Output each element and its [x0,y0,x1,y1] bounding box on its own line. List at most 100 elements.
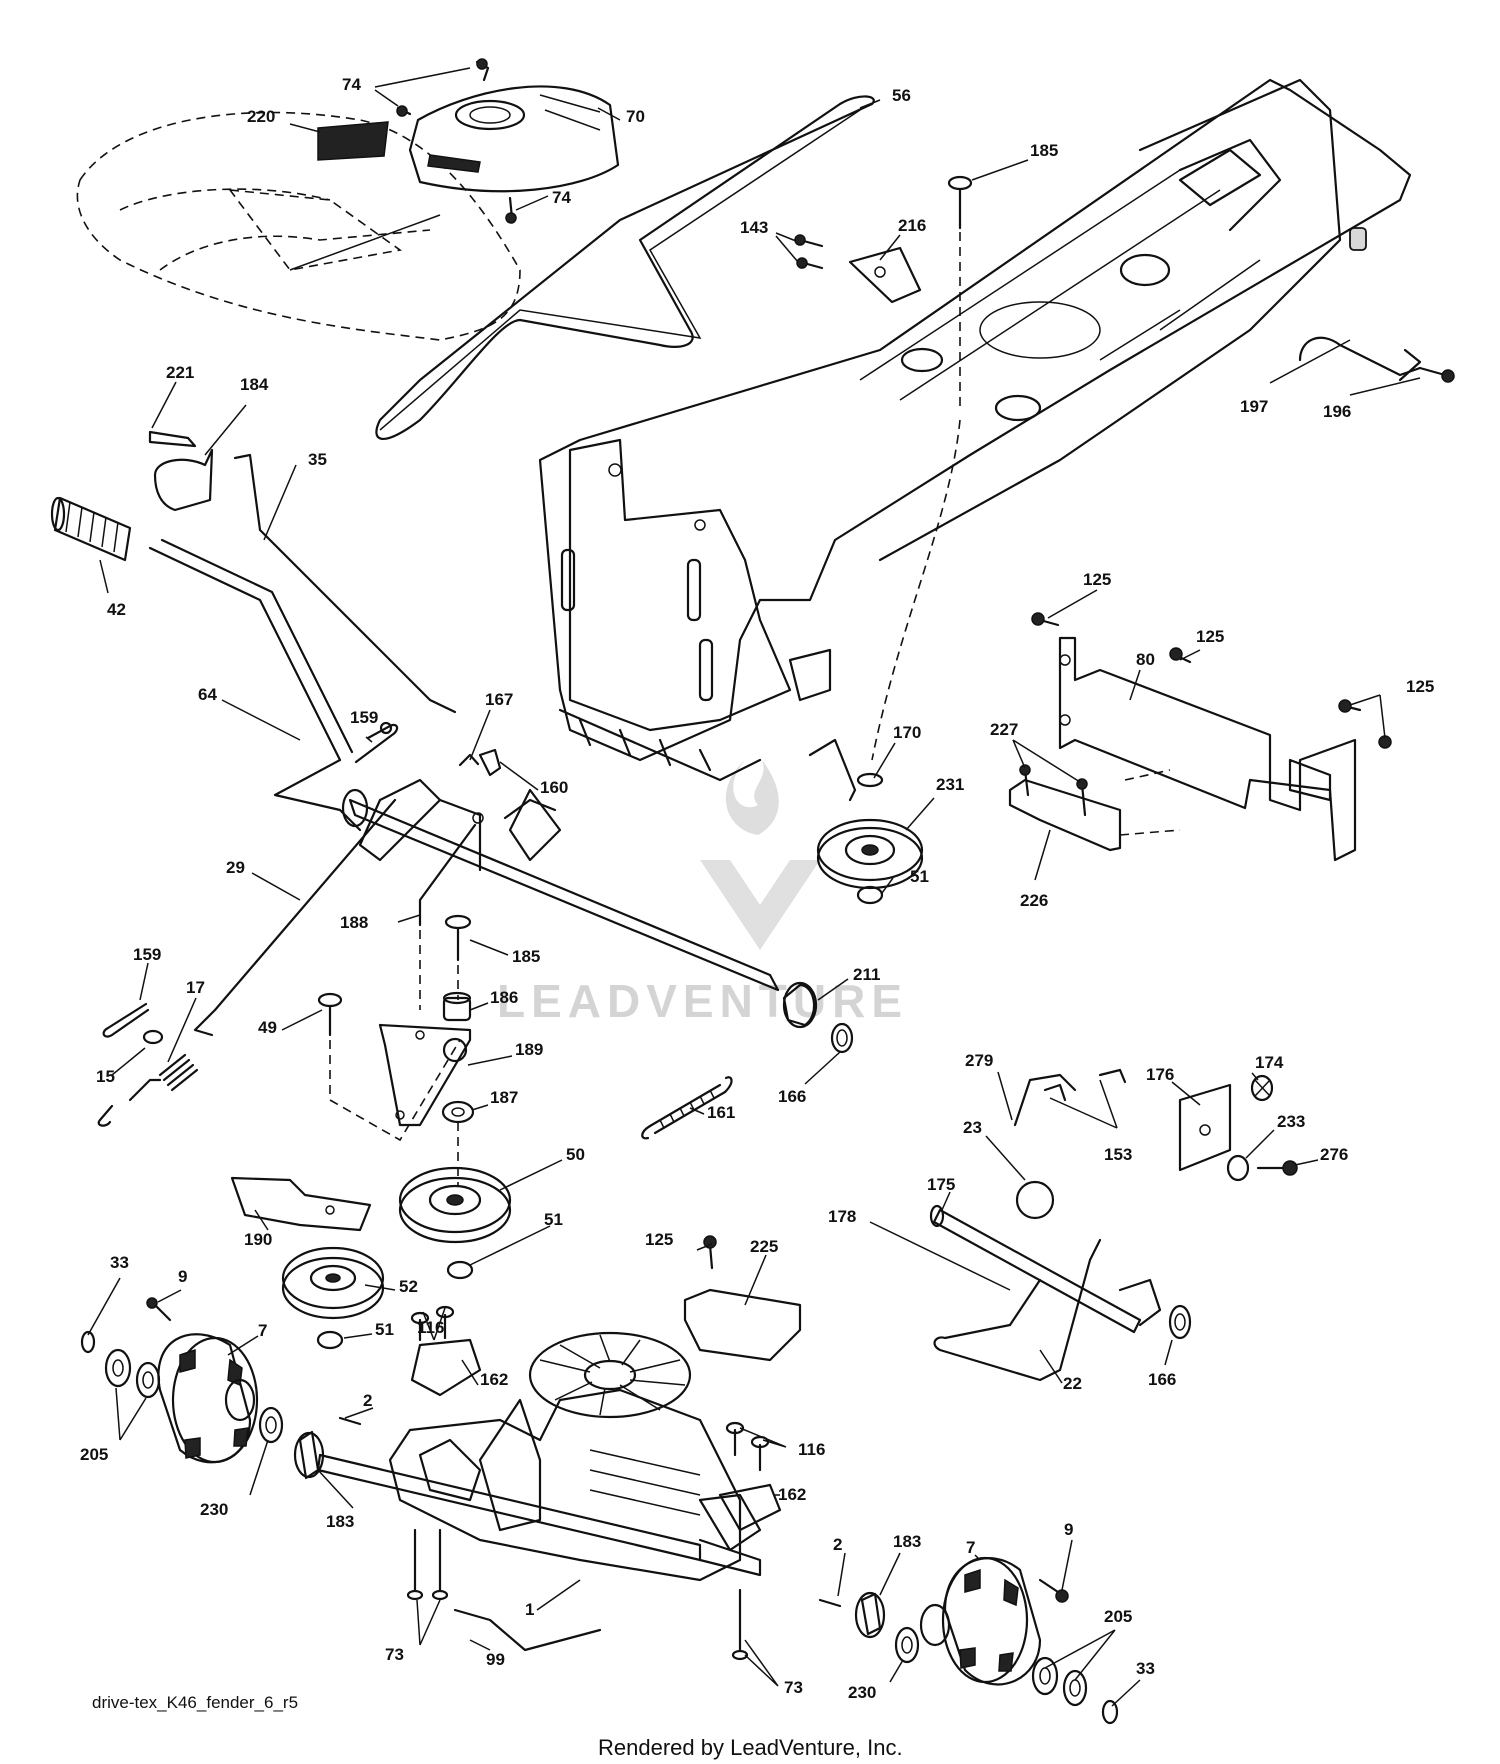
part-231-pulley [808,419,961,905]
callout-2: 2 [363,1391,372,1410]
part-49-bolt [317,992,343,1100]
callout-29: 29 [226,858,245,877]
part-35-rod [233,453,457,714]
callout-9: 9 [1064,1520,1073,1539]
callout-196: 196 [1323,402,1351,421]
callout-161: 161 [707,1103,735,1122]
callout-221: 221 [166,363,194,382]
watermark: LEADVENTURE [497,760,908,1027]
callout-230: 230 [200,1500,228,1519]
callout-33: 33 [110,1253,129,1272]
callout-2: 2 [833,1535,842,1554]
callout-175: 175 [927,1175,955,1194]
part-99-rod [453,1608,602,1652]
callout-23: 23 [963,1118,982,1137]
callout-9: 9 [178,1267,187,1286]
part-29-rod [193,798,397,1037]
callout-170: 170 [893,723,921,742]
callout-125: 125 [1406,677,1434,696]
callout-51: 51 [544,1210,563,1229]
callout-labels: 74 220 70 56 74 185 143 216 197 196 221 … [80,75,1434,1702]
callout-159: 159 [133,945,161,964]
watermark-text: LEADVENTURE [497,975,908,1027]
part-161-spring [641,1076,733,1140]
callout-153: 153 [1104,1145,1132,1164]
callout-33: 33 [1136,1659,1155,1678]
callout-227: 227 [990,720,1018,739]
callout-160: 160 [540,778,568,797]
callout-190: 190 [244,1230,272,1249]
callout-35: 35 [308,450,327,469]
callout-184: 184 [240,375,269,394]
callout-125: 125 [645,1230,673,1249]
callout-49: 49 [258,1018,277,1037]
callout-52: 52 [399,1277,418,1296]
callout-125: 125 [1196,627,1224,646]
part-52-pulley [281,1246,385,1350]
fender [76,111,521,341]
callout-231: 231 [936,775,964,794]
main-frame [538,78,1412,782]
callout-116: 116 [417,1318,444,1337]
callout-205: 205 [1104,1607,1132,1626]
part-64-lever [148,538,362,832]
callout-189: 189 [515,1040,543,1059]
part-159-lower [97,1002,199,1127]
callout-216: 216 [898,216,926,235]
callout-188: 188 [340,913,368,932]
part-226-plate [1008,764,1181,852]
callout-143: 143 [740,218,768,237]
right-hardware [854,1556,1119,1725]
part-80-bracket [1031,612,1392,862]
cross-shaft [341,778,780,992]
callout-73: 73 [385,1645,404,1664]
right-linkage [1013,1068,1298,1220]
callout-279: 279 [965,1051,993,1070]
callout-162: 162 [480,1370,508,1389]
part-211-bushing [782,981,818,1029]
callout-64: 64 [198,685,217,704]
part-189-plate [329,1023,472,1142]
callout-7: 7 [966,1538,975,1557]
callout-166: 166 [778,1087,806,1106]
callout-7: 7 [258,1321,267,1340]
part-50-pulley [398,1166,512,1244]
rendered-by: Rendered by LeadVenture, Inc. [598,1735,903,1760]
callout-22: 22 [1063,1374,1082,1393]
callout-74: 74 [552,188,571,207]
callout-17: 17 [186,978,205,997]
callout-56: 56 [892,86,911,105]
callout-211: 211 [853,965,880,984]
callout-178: 178 [828,1207,856,1226]
callout-183: 183 [893,1532,921,1551]
callout-51: 51 [910,867,929,886]
callout-leaders [87,67,1421,1707]
part-70 [408,85,620,193]
part-216-bracket [794,234,922,304]
part-186-bushing [442,991,472,1022]
callout-176: 176 [1146,1065,1174,1084]
part-167-160 [458,748,502,777]
callout-15: 15 [96,1067,115,1086]
callout-50: 50 [566,1145,585,1164]
part-188-rod [418,823,477,1010]
callout-225: 225 [750,1237,778,1256]
callout-1: 1 [525,1600,534,1619]
callout-74: 74 [342,75,361,94]
callout-205: 205 [80,1445,108,1464]
callout-230: 230 [848,1683,876,1702]
part-197-hook [1298,336,1455,383]
callout-42: 42 [107,600,126,619]
part-166-washer [830,1022,854,1054]
part-159-clip [354,721,399,764]
callout-185: 185 [512,947,540,966]
callout-167: 167 [485,690,513,709]
left-hardware [80,1297,325,1480]
part-1-transaxle [316,1305,842,1661]
callout-276: 276 [1320,1145,1348,1164]
callout-183: 183 [326,1512,354,1531]
part-220 [317,121,389,161]
part-185-bolt [947,175,973,410]
part-51-nut [446,1260,474,1280]
part-42-grip [50,496,132,562]
